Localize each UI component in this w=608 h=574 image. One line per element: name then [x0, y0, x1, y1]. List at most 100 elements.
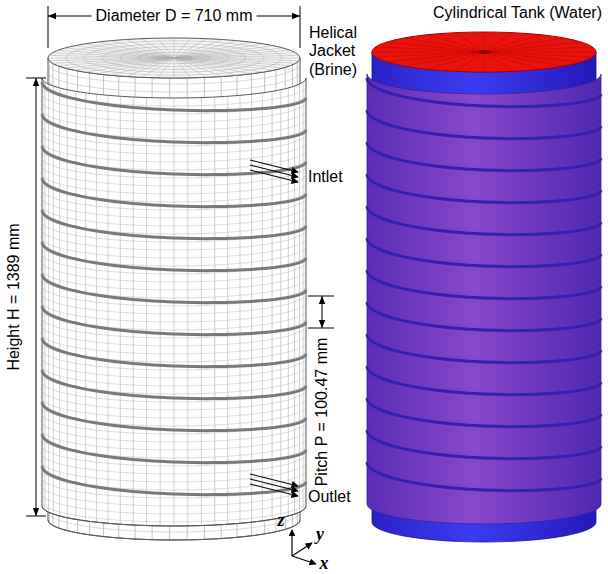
helical-groove [42, 434, 306, 463]
mesh-line [42, 406, 306, 426]
mesh-line [42, 398, 306, 418]
helical-groove [367, 270, 601, 299]
mesh-line [42, 262, 306, 282]
jacket-body [367, 74, 601, 524]
axis-label: x [320, 553, 329, 574]
mesh-line [367, 242, 601, 262]
mesh-line [367, 370, 601, 390]
mesh-line [158, 38, 174, 58]
mesh-line [42, 334, 306, 354]
mesh-line [42, 278, 306, 298]
port-label: Outlet [308, 488, 351, 506]
mesh-line [42, 238, 306, 258]
mesh-line [428, 35, 484, 52]
mesh-line [111, 41, 174, 58]
mesh-line [367, 330, 601, 350]
mesh-line [367, 146, 601, 166]
mesh-line [367, 322, 601, 342]
helical-groove [42, 210, 306, 239]
mesh-line [367, 306, 601, 326]
mesh-line [42, 118, 306, 138]
mesh-line [174, 58, 190, 78]
jacket-body [42, 78, 306, 526]
mesh-line [141, 39, 174, 58]
mesh-line [174, 58, 175, 78]
mesh-line [367, 106, 601, 126]
helical-groove [367, 462, 601, 491]
mesh-line [484, 52, 485, 72]
mesh-line [367, 130, 601, 150]
mesh-line [367, 362, 601, 382]
mesh-line [367, 418, 601, 438]
tank-top [48, 38, 300, 78]
mesh-line [42, 198, 306, 218]
helical-groove [42, 242, 306, 271]
helical-groove [367, 206, 601, 235]
mesh-line [42, 174, 306, 194]
mesh-line [42, 438, 306, 458]
extension-line [300, 6, 301, 48]
mesh-line [367, 426, 601, 446]
mesh-line [42, 294, 306, 314]
mesh-line [174, 58, 296, 63]
mesh-line [42, 390, 306, 410]
wireframe-cylinder [42, 38, 306, 540]
mesh-line [367, 298, 601, 318]
mesh-line [367, 466, 601, 486]
mesh-line [42, 326, 306, 346]
mesh-line [174, 38, 175, 58]
mesh-line [42, 86, 306, 106]
mesh-line [367, 82, 601, 102]
mesh-line [42, 270, 306, 290]
mesh-line [484, 47, 592, 52]
mesh-line [42, 150, 306, 170]
inlet-arrow [250, 160, 298, 172]
extension-line [48, 6, 49, 48]
mesh-line [367, 178, 601, 198]
mesh-line [367, 498, 601, 518]
mesh-line [367, 234, 601, 254]
mesh-line [42, 230, 306, 250]
mesh-line [484, 32, 485, 52]
jacket-bottom-edge [42, 506, 306, 526]
mesh-line [42, 206, 306, 226]
helical-groove [42, 114, 306, 143]
mesh-line [367, 450, 601, 470]
helical-groove [42, 338, 306, 367]
helical-groove [367, 238, 601, 267]
dimension-label: Height H = 1389 mm [5, 223, 23, 370]
mesh-line [42, 182, 306, 202]
axis-label: z [277, 510, 284, 531]
helical-groove [367, 398, 601, 427]
mesh-line [484, 52, 540, 69]
helical-groove [42, 402, 306, 431]
mesh-line [141, 58, 174, 77]
mesh-line [376, 52, 484, 57]
mesh-line [42, 486, 306, 506]
mesh-line [367, 482, 601, 502]
mesh-line [367, 386, 601, 406]
colored-cylinder [367, 32, 601, 542]
mesh-line [367, 210, 601, 230]
helical-groove [367, 334, 601, 363]
mesh-line [174, 58, 207, 77]
mesh-line [42, 102, 306, 122]
helical-groove [42, 370, 306, 399]
mesh-line [42, 494, 306, 514]
helical-groove [367, 142, 601, 171]
part-label: Cylindrical Tank (Water) [400, 4, 602, 22]
mesh-line [455, 52, 484, 71]
mesh-line [367, 458, 601, 478]
mesh-line [367, 434, 601, 454]
mesh-line [42, 422, 306, 442]
mesh-line [42, 166, 306, 186]
mesh-line [42, 454, 306, 474]
mesh-line [52, 58, 174, 63]
mesh-line [174, 58, 222, 76]
helical-groove [367, 174, 601, 203]
mesh-line [42, 366, 306, 386]
mesh-line [42, 470, 306, 490]
axis-label: y [316, 524, 324, 545]
